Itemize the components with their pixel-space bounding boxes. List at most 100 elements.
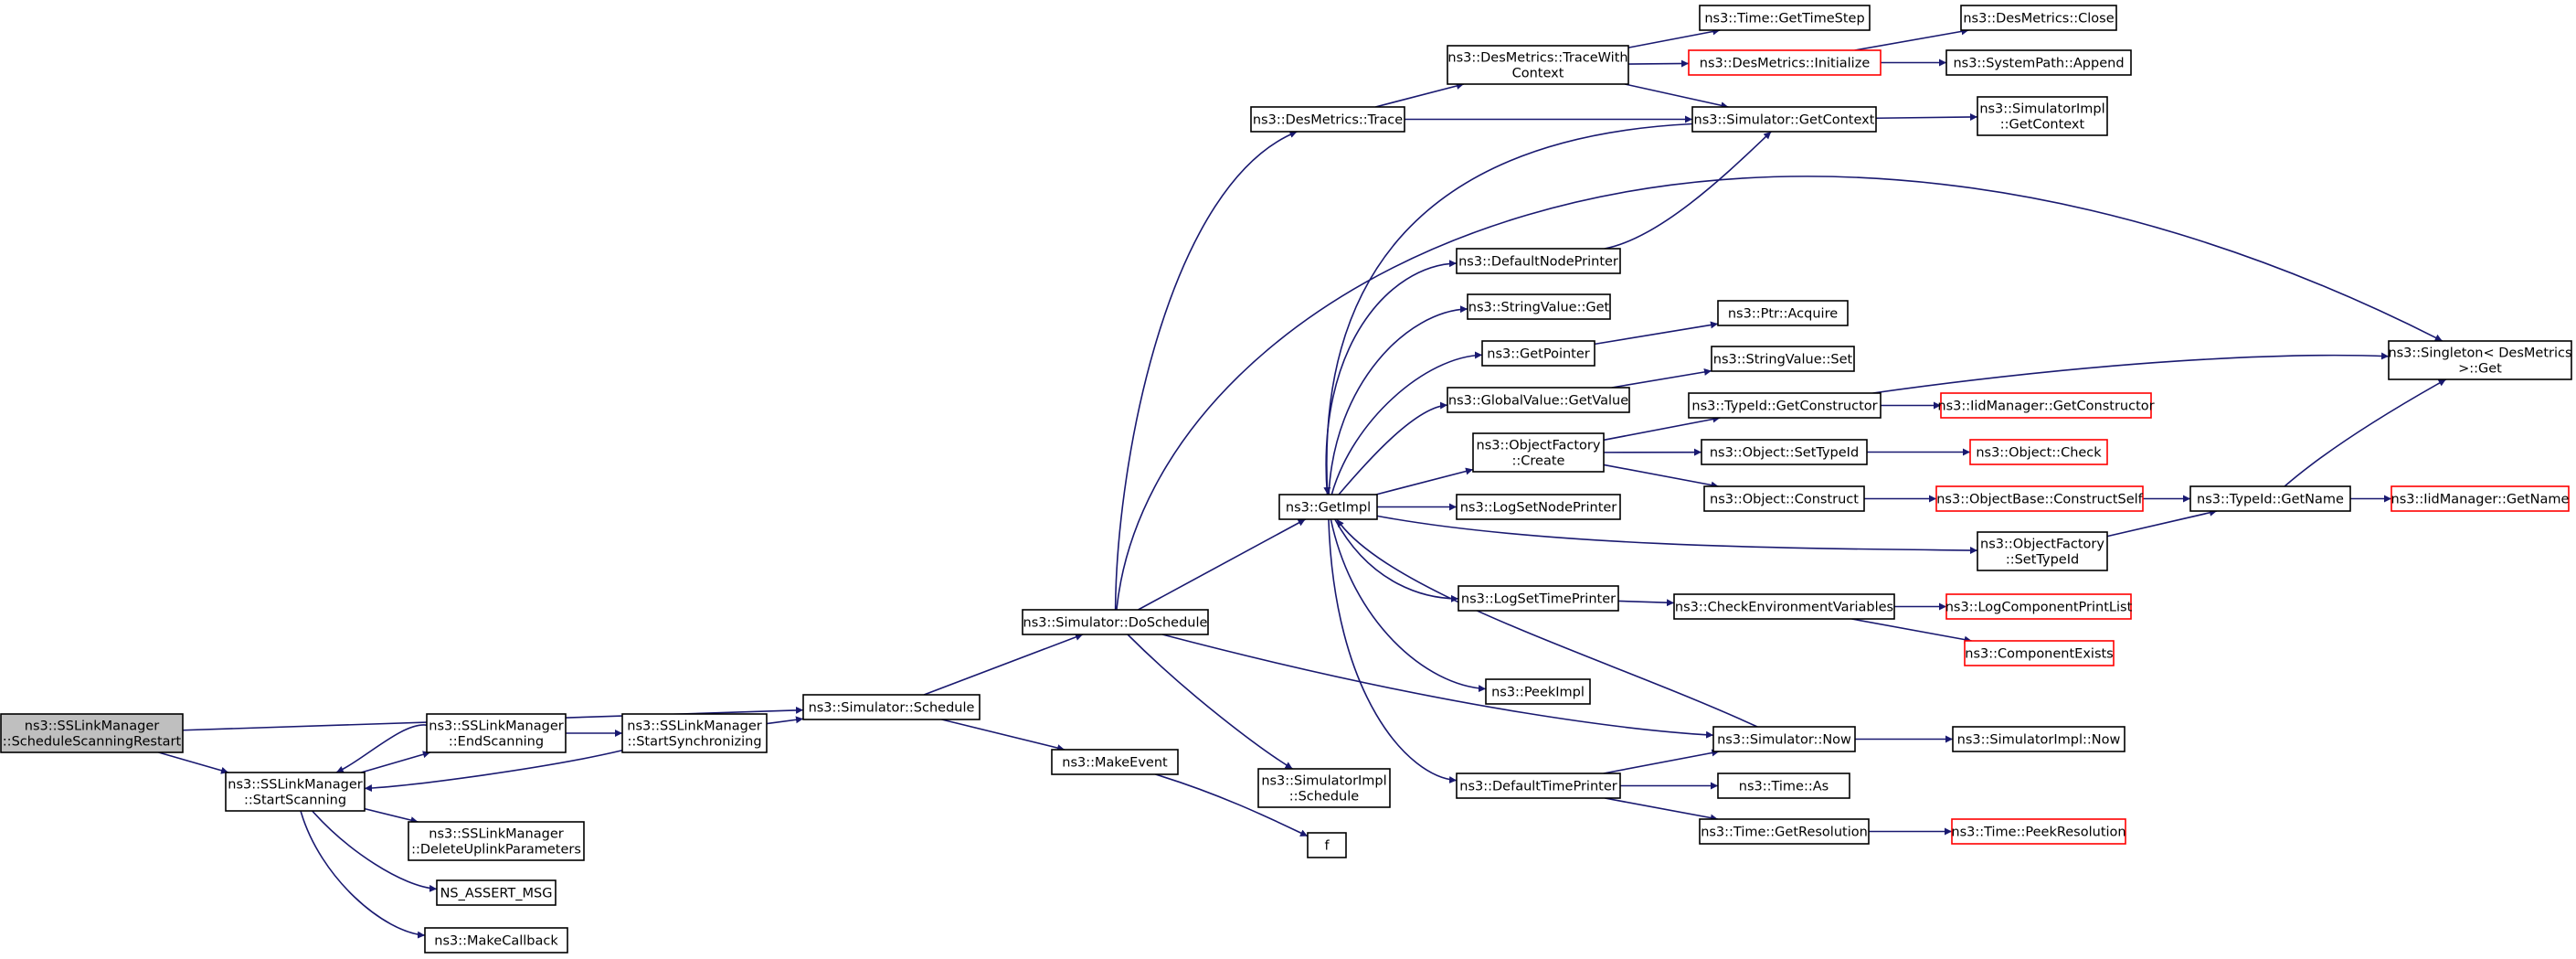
node-object-check[interactable]: ns3::Object::Check [1969, 439, 2108, 465]
node-label-line: >::Get [2458, 362, 2502, 377]
node-desmetrics-trace[interactable]: ns3::DesMetrics::Trace [1250, 106, 1405, 133]
node-box [1699, 5, 1871, 31]
edge-sim-doschedule-to-desmetrics-trace [1114, 131, 1298, 611]
node-box [1977, 96, 2108, 136]
node-default-time-printer[interactable]: ns3::DefaultTimePrinter [1456, 773, 1621, 799]
node-desmetrics-close[interactable]: ns3::DesMetrics::Close [1960, 5, 2117, 31]
node-objfactory-create[interactable]: ns3::ObjectFactory::Create [1472, 432, 1605, 473]
edge-sim-schedule-to-sim-doschedule [923, 634, 1084, 696]
edge-trace-with-ctx-to-sim-getcontext [1624, 83, 1729, 110]
edge-get-impl-to-get-pointer [1330, 351, 1483, 495]
node-get-impl[interactable]: ns3::GetImpl [1278, 494, 1378, 520]
node-component-exists[interactable]: ns3::ComponentExists [1964, 640, 2115, 666]
node-default-node-printer[interactable]: ns3::DefaultNodePrinter [1456, 248, 1621, 274]
node-singleton-get[interactable]: ns3::Singleton< DesMetrics>::Get [2388, 340, 2572, 380]
edge-default-node-printer-to-sim-getcontext [1604, 131, 1772, 250]
node-label-line: ns3::TypeId::GetName [2197, 493, 2344, 507]
node-box [1945, 593, 2132, 620]
node-label-line: ns3::SSLinkManager [228, 778, 362, 793]
node-box [1688, 49, 1882, 76]
node-f[interactable]: f [1307, 832, 1347, 858]
node-peek-impl[interactable]: ns3::PeekImpl [1485, 678, 1591, 705]
node-box [1250, 106, 1405, 133]
node-time-getresolution[interactable]: ns3::Time::GetResolution [1699, 818, 1870, 845]
node-simimpl-schedule[interactable]: ns3::SimulatorImpl::Schedule [1257, 768, 1391, 808]
node-label-line: ns3::Time::As [1739, 780, 1829, 794]
node-start-scanning[interactable]: ns3::SSLinkManager::StartScanning [225, 772, 366, 812]
node-sched-restart[interactable]: ns3::SSLinkManager::ScheduleScanningRest… [0, 713, 184, 753]
node-object-construct[interactable]: ns3::Object::Construct [1703, 485, 1865, 512]
node-box [1307, 832, 1347, 858]
node-time-as[interactable]: ns3::Time::As [1717, 773, 1850, 799]
node-check-env-vars[interactable]: ns3::CheckEnvironmentVariables [1673, 593, 1895, 620]
node-log-set-time-printer[interactable]: ns3::LogSetTimePrinter [1458, 585, 1619, 612]
edge-sim-doschedule-to-get-impl [1138, 518, 1306, 611]
node-label-line: NS_ASSERT_MSG [440, 887, 553, 901]
node-globalvalue-getvalue[interactable]: ns3::GlobalValue::GetValue [1447, 387, 1630, 413]
node-sim-doschedule[interactable]: ns3::Simulator::DoSchedule [1022, 609, 1209, 635]
node-log-set-node-printer[interactable]: ns3::LogSetNodePrinter [1456, 494, 1621, 520]
node-typeid-getname[interactable]: ns3::TypeId::GetName [2189, 485, 2351, 512]
node-objectbase-constructself[interactable]: ns3::ObjectBase::ConstructSelf [1935, 485, 2144, 512]
node-box [1703, 485, 1865, 512]
node-make-callback[interactable]: ns3::MakeCallback [424, 927, 568, 954]
node-objfactory-settypeid[interactable]: ns3::ObjectFactory::SetTypeId [1977, 531, 2108, 571]
node-box [408, 821, 585, 861]
node-label-line: ::SetTypeId [2006, 553, 2079, 568]
node-label-line: ns3::GlobalValue::GetValue [1448, 394, 1628, 409]
node-stringvalue-get[interactable]: ns3::StringValue::Get [1467, 293, 1611, 320]
node-typeid-getconstructor[interactable]: ns3::TypeId::GetConstructor [1688, 392, 1882, 419]
node-box [424, 927, 568, 954]
edge-start-sync-to-start-scanning [364, 749, 623, 793]
node-sim-getcontext[interactable]: ns3::Simulator::GetContext [1691, 106, 1877, 133]
node-label-line: ns3::Simulator::GetContext [1694, 113, 1875, 128]
node-label-line: ns3::Ptr::Acquire [1728, 307, 1838, 322]
node-box [426, 713, 567, 753]
edge-check-env-vars-to-component-exists [1851, 618, 1972, 644]
node-box [2390, 485, 2570, 512]
node-label-line: ns3::MakeCallback [434, 934, 558, 949]
node-start-sync[interactable]: ns3::SSLinkManager::StartSynchronizing [621, 713, 768, 753]
node-end-scanning[interactable]: ns3::SSLinkManager::EndScanning [426, 713, 567, 753]
node-label-line: ns3::SSLinkManager [25, 719, 159, 734]
edge-get-pointer-to-ptr-acquire [1594, 321, 1719, 346]
node-iidmanager-getconstructor[interactable]: ns3::IidManager::GetConstructor [1937, 392, 2155, 419]
node-ns-assert[interactable]: NS_ASSERT_MSG [436, 879, 557, 906]
node-iidmanager-getname[interactable]: ns3::IidManager::GetName [2390, 485, 2570, 512]
edge-trace-with-ctx-to-desmetrics-init [1627, 59, 1690, 68]
node-label-line: ::StartSynchronizing [627, 735, 761, 750]
node-label-line: ns3::CheckEnvironmentVariables [1675, 601, 1893, 615]
node-desmetrics-init[interactable]: ns3::DesMetrics::Initialize [1688, 49, 1882, 76]
node-box [1467, 293, 1611, 320]
node-label-line: ::Create [1512, 454, 1565, 469]
node-object-settypeid[interactable]: ns3::Object::SetTypeId [1701, 439, 1868, 465]
node-sim-now[interactable]: ns3::Simulator::Now [1712, 726, 1856, 752]
node-box [1456, 494, 1621, 520]
node-get-pointer[interactable]: ns3::GetPointer [1481, 340, 1595, 367]
node-simimpl-getcontext[interactable]: ns3::SimulatorImpl::GetContext [1977, 96, 2108, 136]
edge-get-impl-to-stringvalue-get [1328, 305, 1468, 495]
node-stringvalue-set[interactable]: ns3::StringValue::Set [1711, 346, 1855, 372]
node-label-line: ns3::IidManager::GetConstructor [1937, 400, 2154, 414]
node-label-line: ns3::StringValue::Get [1468, 301, 1610, 315]
node-label-line: Context [1512, 67, 1564, 81]
node-box [1699, 818, 1870, 845]
node-make-event[interactable]: ns3::MakeEvent [1051, 749, 1179, 775]
node-time-gettimestep[interactable]: ns3::Time::GetTimeStep [1699, 5, 1871, 31]
node-box [1485, 678, 1591, 705]
node-syspath-append[interactable]: ns3::SystemPath::Append [1945, 49, 2132, 76]
node-box [2388, 340, 2572, 380]
node-ptr-acquire[interactable]: ns3::Ptr::Acquire [1717, 300, 1849, 326]
node-time-peekresolution[interactable]: ns3::Time::PeekResolution [1951, 818, 2126, 845]
node-box [1691, 106, 1877, 133]
node-simimpl-now[interactable]: ns3::SimulatorImpl::Now [1952, 726, 2125, 752]
node-delete-uplink[interactable]: ns3::SSLinkManager::DeleteUplinkParamete… [408, 821, 585, 861]
node-box [1951, 818, 2126, 845]
node-label-line: ns3::Object::Construct [1710, 493, 1859, 507]
node-log-component-print-list[interactable]: ns3::LogComponentPrintList [1945, 593, 2133, 620]
node-label-line: ::DeleteUplinkParameters [411, 843, 581, 858]
node-sim-schedule[interactable]: ns3::Simulator::Schedule [802, 694, 981, 720]
node-box [1711, 346, 1855, 372]
